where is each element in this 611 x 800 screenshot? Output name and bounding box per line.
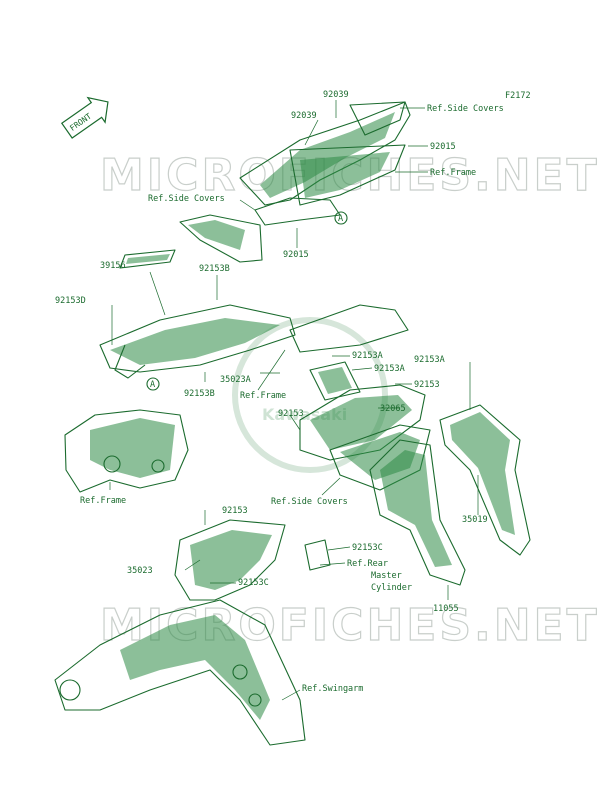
- label-ref-side-covers-mid: Ref.Side Covers: [271, 497, 348, 507]
- label-92153-right: 92153: [414, 380, 440, 390]
- label-35023A: 35023A: [220, 375, 251, 385]
- label-92153A-lower: 92153A: [374, 364, 405, 374]
- label-92153B-bottom: 92153B: [184, 389, 215, 399]
- label-35019: 35019: [462, 515, 488, 525]
- label-ref-rear-line1: Ref.Rear: [347, 559, 388, 569]
- label-35023: 35023: [127, 566, 153, 576]
- label-92039-mid: 92039: [291, 111, 317, 121]
- part-license-bracket: [369, 404, 531, 586]
- label-92153A-mid: 92153A: [352, 351, 383, 361]
- label-ref-swingarm: Ref.Swingarm: [302, 684, 363, 694]
- label-ref-side-covers-left: Ref.Side Covers: [148, 194, 225, 204]
- label-92153D: 92153D: [55, 296, 86, 306]
- part-top-cowl: A: [179, 101, 411, 263]
- part-tail-bracket: A: [99, 249, 296, 391]
- leader-lines: [109, 100, 479, 701]
- label-ref-frame-left: Ref.Frame: [80, 496, 126, 506]
- label-92153A-right: 92153A: [414, 355, 445, 365]
- part-swingarm: [54, 599, 306, 746]
- label-32065: 32065: [380, 404, 406, 414]
- marker-a-left: A: [150, 380, 155, 390]
- label-92015-right: 92015: [430, 142, 456, 152]
- label-11055: 11055: [433, 604, 459, 614]
- label-92153-lower: 92153: [222, 506, 248, 516]
- label-92153C-left: 92153C: [238, 578, 269, 588]
- label-ref-frame-mid: Ref.Frame: [240, 391, 286, 401]
- label-ref-rear-line3: Cylinder: [371, 583, 412, 593]
- label-92015-bottom: 92015: [283, 250, 309, 260]
- part-rear-fender: [174, 519, 331, 601]
- marker-a-top: A: [338, 214, 343, 224]
- label-ref-rear-line2: Master: [371, 571, 402, 581]
- figure-code: F2172: [505, 91, 531, 101]
- label-92153B-top: 92153B: [199, 264, 230, 274]
- label-ref-frame-top: Ref.Frame: [430, 168, 476, 178]
- label-39156: 39156: [100, 261, 126, 271]
- label-92153C-right: 92153C: [352, 543, 383, 553]
- front-arrow-icon: FRONT: [60, 96, 109, 139]
- label-92039-top: 92039: [323, 90, 349, 100]
- label-92153-mid: 92153: [278, 409, 304, 419]
- part-frame-left: [64, 409, 189, 493]
- label-ref-side-covers-top: Ref.Side Covers: [427, 104, 504, 114]
